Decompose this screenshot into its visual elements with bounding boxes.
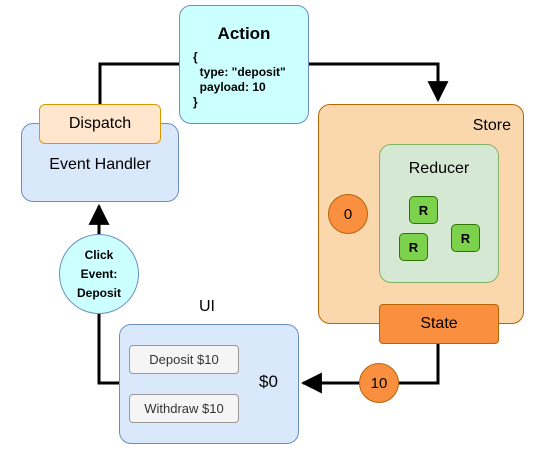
balance-display: $0 [259, 372, 278, 391]
reducer-label: Reducer [408, 160, 470, 177]
click-event-node: Click Event: Deposit [59, 234, 139, 314]
action-title: Action [217, 24, 271, 43]
reducer-item: R [451, 224, 480, 252]
action-to-store-arrow [309, 62, 449, 103]
action-node: Action { type: "deposit" payload: 10 } [179, 5, 309, 124]
deposit-button[interactable]: Deposit $10 [129, 345, 239, 374]
state-node: State [379, 304, 499, 344]
ui-node [119, 324, 299, 444]
reducer-node: Reducer [379, 144, 499, 283]
ui-label: UI [199, 298, 215, 315]
dispatch-node: Dispatch [39, 104, 161, 144]
withdraw-button[interactable]: Withdraw $10 [129, 394, 239, 423]
dispatch-to-action-line [98, 62, 179, 104]
store-label: Store [472, 117, 511, 134]
state-to-ui-arrow [300, 344, 440, 394]
action-payload-code: { type: "deposit" payload: 10 } [193, 50, 286, 109]
event-handler-label: Event Handler [49, 155, 151, 173]
reducer-item: R [409, 196, 438, 224]
dispatch-label: Dispatch [68, 115, 132, 132]
state-label: State [420, 315, 458, 332]
initial-state-value: 0 [328, 194, 368, 234]
reducer-item: R [399, 233, 428, 261]
state-output-value: 10 [359, 363, 399, 403]
